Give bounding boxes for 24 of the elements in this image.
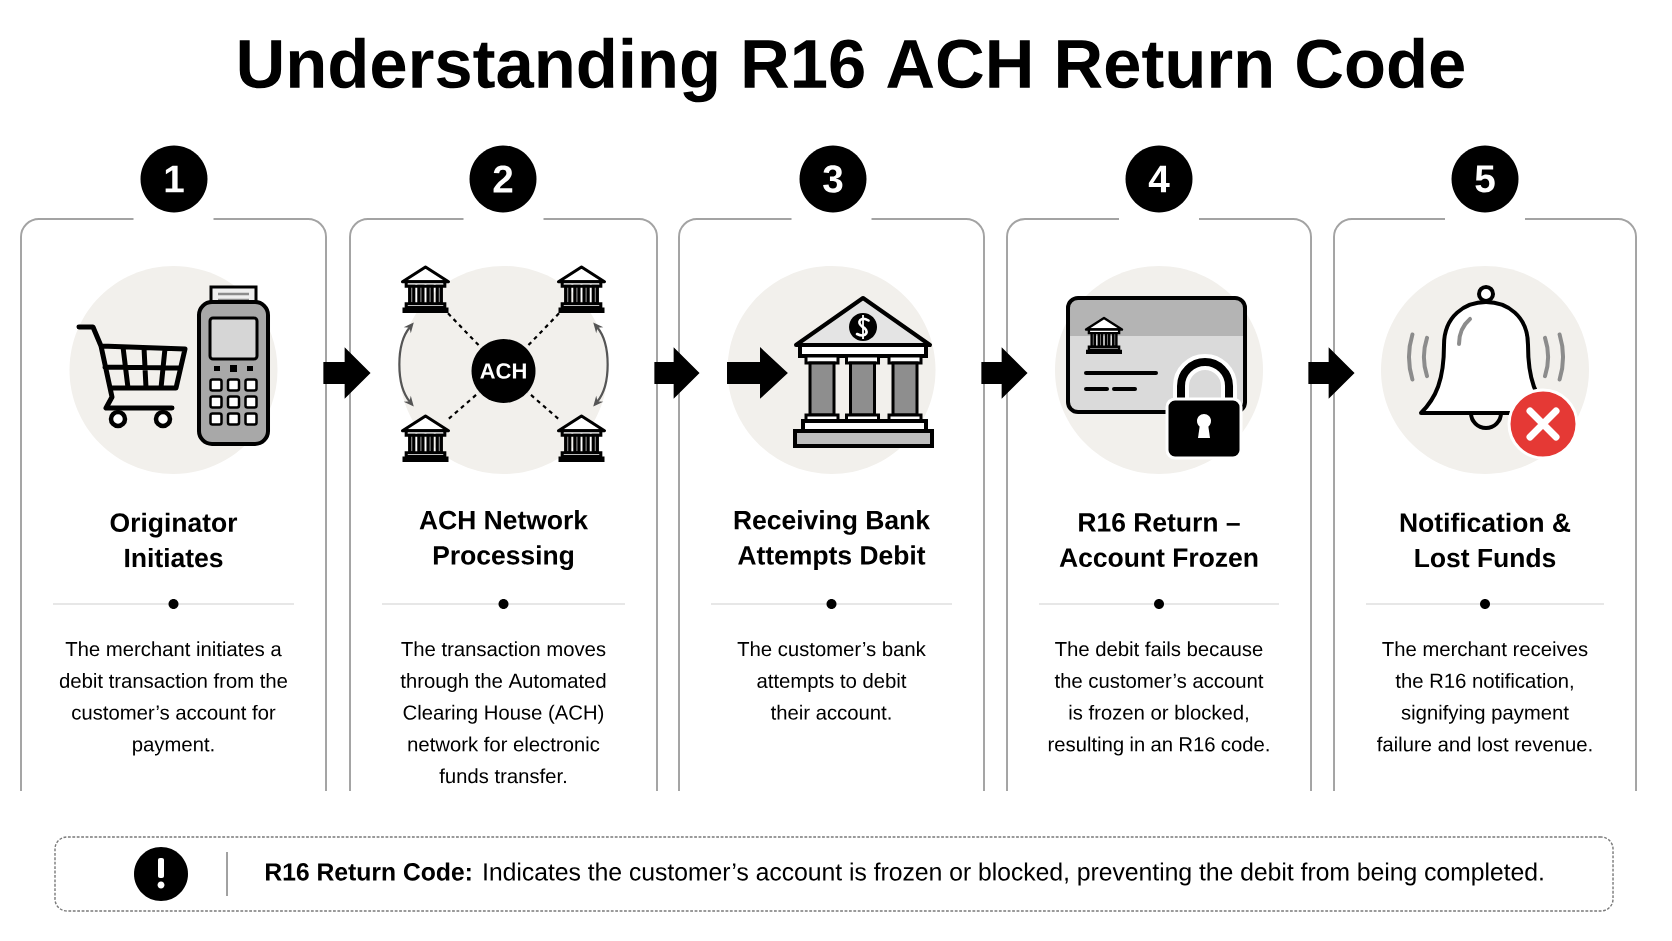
bank-icon	[400, 414, 451, 462]
bank-icon	[400, 265, 451, 313]
title: Understanding R16 ACH Return Code	[239, 37, 1464, 103]
step-title: R16 Return – Account Frozen	[1059, 513, 1258, 567]
dotted-line	[525, 312, 560, 349]
step-number: 5	[1451, 145, 1519, 213]
bank-icon	[556, 414, 607, 462]
step-number: 1	[140, 145, 208, 213]
step-title: ACH Network Processing	[419, 509, 589, 571]
dotted-line	[447, 312, 482, 349]
step-title: Originator Initiates	[110, 512, 238, 568]
dotted-line	[527, 391, 559, 420]
step-description: The debit fails because the customer’s account is frozen or blocked, resulting in an R16 code.	[1048, 641, 1269, 756]
bank-icon	[556, 265, 607, 313]
step-number: 3	[799, 145, 867, 213]
step-description: The customer’s bank attempts to debit their account.	[737, 641, 926, 720]
step-number: 2	[469, 145, 537, 213]
step-description: The merchant initiates a debit transaction from the customer’s account for payment.	[59, 641, 287, 756]
step-description: The transaction moves through the Automated Clearing House (ACH) network for electronic funds transfer.	[400, 641, 606, 784]
step-title: Receiving Bank Attempts Debit	[734, 510, 931, 570]
callout-box: R16 Return Code: Indicates the customer’s account is frozen or blocked, preventing the debit from being completed.	[54, 836, 1614, 912]
step-number: 4	[1125, 145, 1193, 213]
step-title: Notification & Lost Funds	[1400, 512, 1571, 568]
step-description: The merchant receives the R16 notification, signifying payment failure and lost revenue.	[1377, 641, 1592, 752]
